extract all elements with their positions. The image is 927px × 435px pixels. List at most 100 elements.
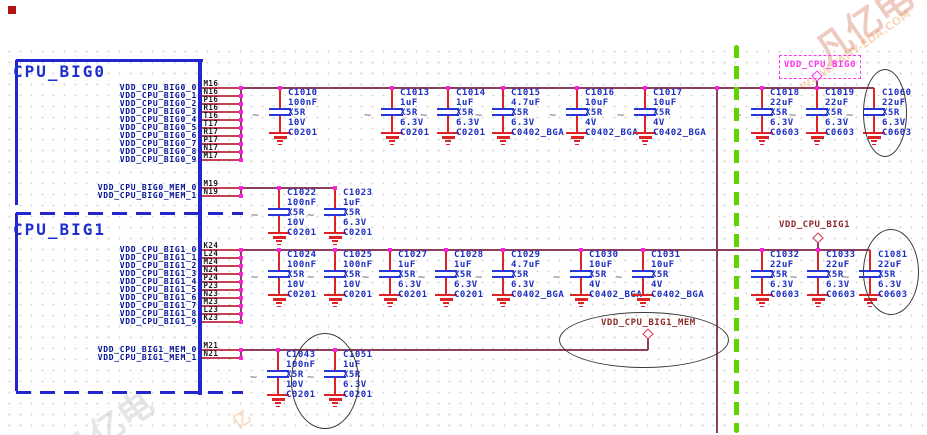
pin-name-VDD_CPU_BIG1_MEM_1[interactable]: VDD_CPU_BIG1_MEM_1 [97,353,197,362]
cap-plate-bottom [807,276,829,279]
pin-name-VDD_CPU_BIG0_MEM_1[interactable]: VDD_CPU_BIG0_MEM_1 [97,191,197,200]
pin-name-VDD_CPU_BIG1_8[interactable]: VDD_CPU_BIG1_8 [119,309,197,318]
pin-name-VDD_CPU_BIG0_5[interactable]: VDD_CPU_BIG0_5 [119,123,197,132]
block-title-cpu-big1[interactable]: CPU_BIG1 [13,220,107,239]
pin-name-VDD_CPU_BIG0_4[interactable]: VDD_CPU_BIG0_4 [119,115,197,124]
cap-wire-bottom [445,278,447,294]
pin-name-VDD_CPU_BIG1_7[interactable]: VDD_CPU_BIG1_7 [119,301,197,310]
pin-name-VDD_CPU_BIG1_5[interactable]: VDD_CPU_BIG1_5 [119,285,197,294]
pin-name-VDD_CPU_BIG1_0[interactable]: VDD_CPU_BIG1_0 [119,245,197,254]
cap-wire-top [644,88,646,108]
power-net-label[interactable]: VDD_CPU_BIG0 [783,60,857,70]
cap-wire-top [817,250,819,270]
cap-value-label: 4.7uF [511,260,541,270]
pin-name-VDD_CPU_BIG0_7[interactable]: VDD_CPU_BIG0_7 [119,139,197,148]
ground-bar-1 [381,132,403,135]
cap-wire-top [389,250,391,270]
cap-voltage-label: 4V [651,280,663,290]
annotation-ellipse-1 [863,229,919,315]
ground-bar-2 [328,298,342,301]
pin-name-VDD_CPU_BIG1_3[interactable]: VDD_CPU_BIG1_3 [119,269,197,278]
ground-bar-1 [751,294,773,297]
ground-bar-1 [268,294,290,297]
pin-name-VDD_CPU_BIG1_2[interactable]: VDD_CPU_BIG1_2 [119,261,197,270]
cap-value-label: 4.7uF [511,98,541,108]
cap-junction-dot [445,85,451,91]
pin-name-VDD_CPU_BIG0_0[interactable]: VDD_CPU_BIG0_0 [119,83,197,92]
pin-name-VDD_CPU_BIG0_1[interactable]: VDD_CPU_BIG0_1 [119,91,197,100]
cap-plate-bottom [268,276,290,279]
cap-value-label: 100nF [343,260,373,270]
pin-name-VDD_CPU_BIG0_9[interactable]: VDD_CPU_BIG0_9 [119,155,197,164]
cap-value-label: 22uF [770,260,794,270]
pin-name-VDD_CPU_BIG1_1[interactable]: VDD_CPU_BIG1_1 [119,253,197,262]
cap-wire-bottom [279,116,281,132]
pin-junction-dot [238,109,244,115]
cap-wire-top [642,250,644,270]
power-net-label[interactable]: VDD_CPU_BIG1 [779,220,851,230]
cap-footprint-label: C0201 [456,128,486,138]
pin-name-VDD_CPU_BIG0_2[interactable]: VDD_CPU_BIG0_2 [119,99,197,108]
pin-number-M24: M24 [203,256,219,266]
pin-stub-VDD_CPU_BIG1_6 [201,297,241,299]
power-label-selection-box: VDD_CPU_BIG0 [779,55,861,79]
cap-plate-bottom [379,276,401,279]
power-symbol-VDD_CPU_BIG1[interactable] [812,232,824,244]
pin-name-VDD_CPU_BIG1_MEM_0[interactable]: VDD_CPU_BIG1_MEM_0 [97,345,197,354]
cap-plate-bottom [570,276,592,279]
page-boundary-dashed-line [734,45,739,433]
pin-number-M21: M21 [203,340,219,350]
block-title-cpu-big0[interactable]: CPU_BIG0 [13,62,107,81]
cap-value-label: 100nF [288,98,318,108]
cap-plate-top [324,208,346,211]
pin-junction-dot [238,157,244,163]
pin-junction-dot [238,295,244,301]
pin-name-VDD_CPU_BIG0_6[interactable]: VDD_CPU_BIG0_6 [119,131,197,140]
cap-wire-top [278,188,280,208]
pin-name-VDD_CPU_BIG0_8[interactable]: VDD_CPU_BIG0_8 [119,147,197,156]
pin-number-N16: N16 [203,86,219,96]
cap-dielectric-label: X5R [456,108,474,118]
cap-footprint-label: C0201 [400,128,430,138]
ground-bar-2 [383,298,397,301]
ground-bar-4 [641,305,645,308]
cap-junction-dot [578,247,584,253]
cap-plate-bottom [492,276,514,279]
pin-stub-VDD_CPU_BIG1_MEM_0 [201,349,241,351]
cap-wire-top [445,250,447,270]
pin-name-VDD_CPU_BIG0_MEM_0[interactable]: VDD_CPU_BIG0_MEM_0 [97,183,197,192]
ground-bar-1 [324,294,346,297]
ground-bar-3 [574,140,580,143]
cap-voltage-label: 6.3V [826,280,850,290]
pin-name-VDD_CPU_BIG1_4[interactable]: VDD_CPU_BIG1_4 [119,277,197,286]
cap-junction-dot [640,247,646,253]
cap-wire-top [279,88,281,108]
cap-dielectric-label: X5R [826,270,844,280]
pin-name-VDD_CPU_BIG0_3[interactable]: VDD_CPU_BIG0_3 [119,107,197,116]
ground-bar-4 [276,405,280,408]
watermark-bottom-left: 凡亿电 [54,383,162,435]
cap-plate-bottom [634,114,656,117]
pin-name-VDD_CPU_BIG1_9[interactable]: VDD_CPU_BIG1_9 [119,317,197,326]
cap-plate-top [570,270,592,273]
pin-name-VDD_CPU_BIG1_6[interactable]: VDD_CPU_BIG1_6 [119,293,197,302]
pin-stub-VDD_CPU_BIG0_MEM_0 [201,187,241,189]
